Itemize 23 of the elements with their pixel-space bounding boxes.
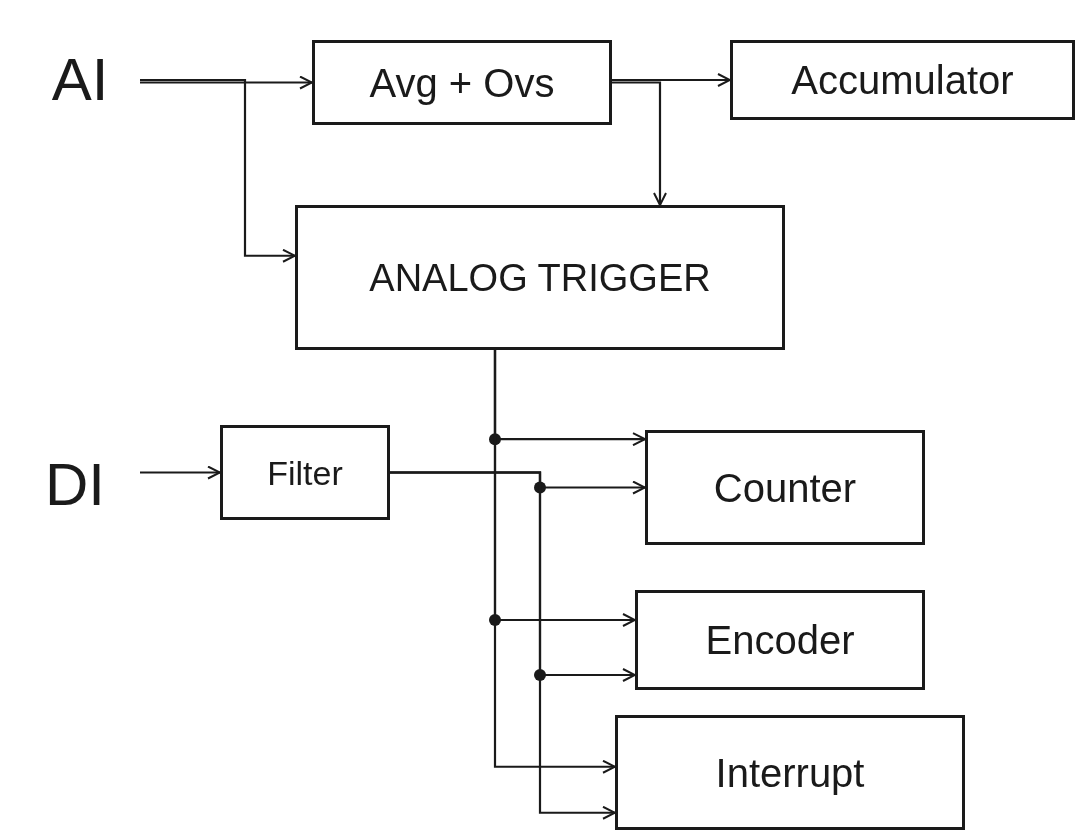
- box-label: Interrupt: [715, 752, 865, 793]
- box-label: ANALOG TRIGGER: [369, 258, 711, 297]
- arrow: [140, 465, 221, 480]
- box-label: Avg + Ovs: [369, 62, 555, 103]
- process-box: [312, 40, 612, 125]
- process-box: [730, 40, 1075, 120]
- arrow: [390, 471, 616, 820]
- process-box: [645, 430, 925, 545]
- box-label: Encoder: [705, 620, 855, 660]
- process-box: [220, 425, 390, 520]
- process-box: [635, 590, 925, 690]
- label-text: DI: [10, 445, 140, 525]
- arrow: [493, 350, 616, 774]
- process-box: [615, 715, 965, 830]
- process-box: [295, 205, 785, 350]
- box-label: Filter: [267, 455, 343, 490]
- box-label: Accumulator: [791, 60, 1014, 100]
- arrow: [612, 73, 731, 87]
- arrow: [612, 81, 667, 206]
- arrow: [140, 75, 313, 90]
- box-label: Counter: [713, 467, 857, 508]
- arrow: [140, 78, 296, 263]
- label-text: AI: [20, 40, 140, 120]
